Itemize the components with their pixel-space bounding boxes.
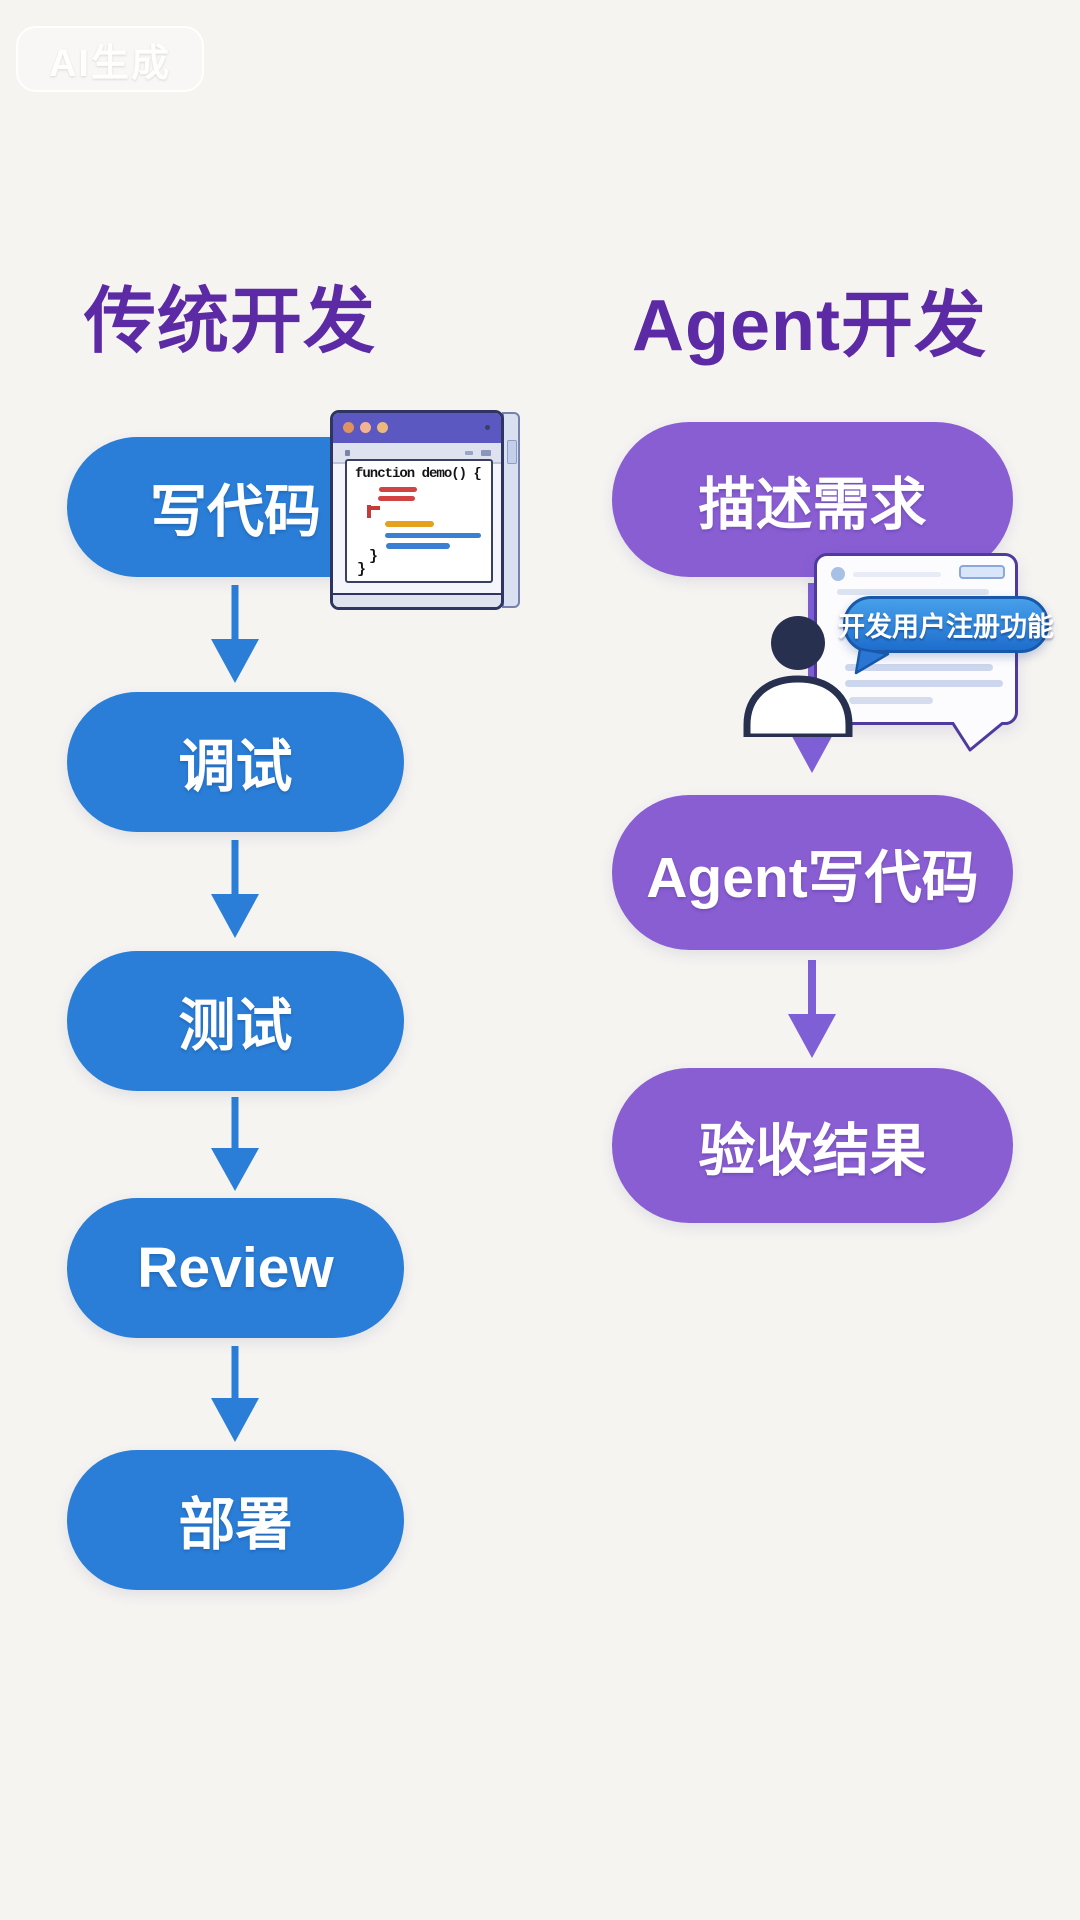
speech-bubble: 开发用户注册功能	[838, 596, 1054, 653]
down-arrow-icon	[211, 585, 259, 683]
code-editor-window: function demo() { } }	[330, 410, 520, 610]
code-placeholder-line-red	[378, 496, 415, 501]
card-text-placeholder	[845, 664, 993, 671]
code-placeholder-line-orange	[385, 521, 434, 527]
card-tail-shape	[950, 722, 1005, 752]
user-icon	[743, 616, 853, 737]
left-column-title: 传统开发	[84, 282, 377, 362]
card-text-placeholder	[849, 697, 933, 704]
window-control-icon	[360, 422, 371, 433]
code-text-line: }	[369, 548, 379, 565]
code-cursor-glyph	[367, 505, 381, 518]
down-arrow-icon	[211, 840, 259, 938]
ai-generated-watermark-badge: AI生成	[16, 26, 204, 92]
left-step-debug: 调试	[67, 692, 404, 832]
right-step-accept-results: 验收结果	[612, 1068, 1013, 1223]
code-placeholder-line-blue	[386, 543, 450, 549]
right-column-title: Agent开发	[632, 286, 987, 366]
code-text-line: }	[357, 561, 367, 578]
left-step-test: 测试	[67, 951, 404, 1091]
card-header-placeholder	[853, 572, 941, 577]
window-titlebar	[333, 413, 501, 443]
editor-statusbar	[333, 593, 501, 607]
code-area: function demo() { } }	[345, 459, 493, 583]
speech-bubble-tail	[854, 648, 890, 675]
card-text-placeholder	[837, 589, 989, 595]
code-placeholder-line-red	[379, 487, 417, 492]
right-step-describe-requirements: 描述需求	[612, 422, 1013, 577]
left-step-deploy: 部署	[67, 1450, 404, 1590]
editor-scrollbar-panel	[502, 412, 520, 608]
window-control-icon	[377, 422, 388, 433]
card-text-placeholder	[845, 680, 1003, 687]
card-button-placeholder	[959, 565, 1005, 579]
code-text-line: function demo() {	[355, 466, 482, 482]
toolbar-mark-icon	[481, 450, 491, 456]
left-step-review: Review	[67, 1198, 404, 1338]
down-arrow-icon	[211, 1346, 259, 1442]
avatar-dot-icon	[831, 567, 845, 581]
toolbar-mark-icon	[345, 450, 350, 456]
editor-window-frame: function demo() { } }	[330, 410, 504, 610]
toolbar-mark-icon	[465, 451, 473, 455]
window-control-icon	[343, 422, 354, 433]
down-arrow-icon	[211, 1097, 259, 1191]
window-menu-icon	[485, 425, 490, 430]
right-step-agent-writes-code: Agent写代码	[612, 795, 1013, 950]
down-arrow-icon	[788, 960, 836, 1058]
scrollbar-thumb	[507, 440, 517, 464]
code-placeholder-line-blue	[385, 533, 481, 538]
